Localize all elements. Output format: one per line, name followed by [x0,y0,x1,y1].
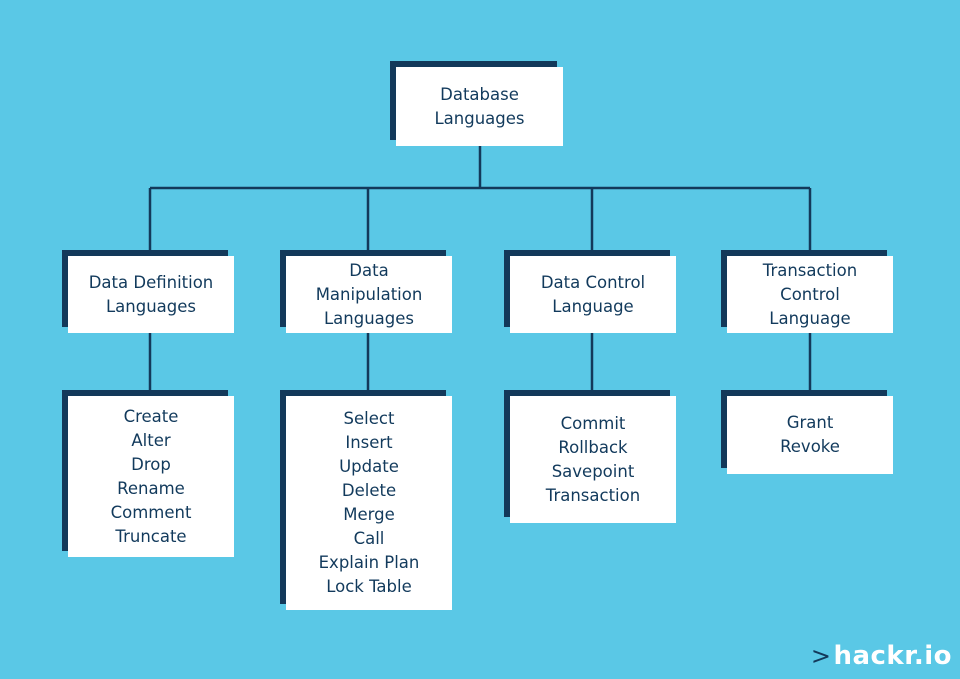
command-item: Alter [131,430,171,450]
command-item: Rollback [558,437,628,457]
category-node-ddl: Data Definition Languages [68,256,234,333]
command-item: Select [343,409,395,428]
category-line: Languages [105,296,197,316]
command-item: Call [353,529,385,548]
command-item: Commit [560,413,626,433]
root-line-1: Database [440,84,519,104]
category-node-dml: Data Manipulation Languages [286,256,452,333]
category-line: Languages [323,308,415,328]
chevron-icon: > [810,642,832,670]
command-item: Grant [786,413,834,432]
category-line: Data Definition [88,272,214,292]
command-item: Lock Table [326,577,412,596]
commands-box-ddl: Create Alter Drop Rename Comment Truncat… [68,396,234,557]
command-item: Savepoint [551,461,635,481]
command-item: Rename [117,478,185,498]
root-line-2: Languages [434,108,525,128]
command-item: Update [339,457,399,476]
commands-box-tcl: Grant Revoke [727,396,893,474]
command-item: Delete [341,481,397,500]
logo-text: hackr.io [833,641,952,671]
command-item: Merge [343,505,395,524]
command-item: Drop [131,454,171,474]
command-item: Truncate [115,526,187,546]
command-item: Explain Plan [318,553,420,572]
commands-box-dcl: Commit Rollback Savepoint Transaction [510,396,676,523]
command-item: Insert [345,433,393,452]
command-item: Revoke [780,437,840,456]
root-node: Database Languages [396,67,563,146]
category-line: Language [552,296,634,316]
category-line: Manipulation [315,284,423,304]
category-line: Data Control [540,272,646,292]
category-line: Data [349,260,389,280]
category-line: Language [769,308,851,328]
commands-box-dml: Select Insert Update Delete Merge Call E… [286,396,452,610]
command-item: Transaction [545,485,641,505]
category-line: Transaction [762,260,858,280]
category-line: Control [780,284,840,304]
category-node-tcl: Transaction Control Language [727,256,893,333]
command-item: Create [123,406,179,426]
category-node-dcl: Data Control Language [510,256,676,333]
hackr-logo: > hackr.io [811,641,952,671]
command-item: Comment [110,502,192,522]
